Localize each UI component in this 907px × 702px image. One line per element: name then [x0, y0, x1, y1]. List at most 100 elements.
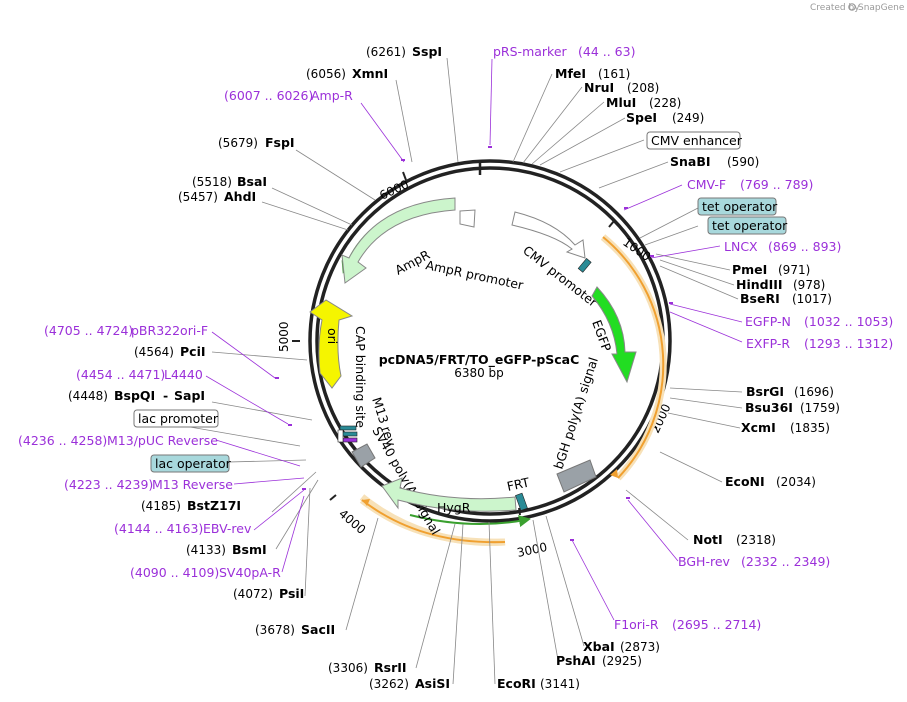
- site-psii[interactable]: (4072)PsiI: [233, 586, 304, 601]
- bgh-polya-feature[interactable]: [556, 459, 597, 493]
- svg-text:(161): (161): [598, 67, 630, 81]
- site-rsrii[interactable]: (3306) RsrII: [328, 660, 407, 675]
- svg-text:MluI: MluI: [606, 95, 636, 110]
- svg-text:tet operator: tet operator: [712, 218, 788, 233]
- svg-text:(5518): (5518): [192, 175, 232, 189]
- site-asisi[interactable]: (3262)AsiSI: [369, 676, 450, 691]
- svg-text:(5679): (5679): [218, 136, 258, 150]
- svg-text:(4072): (4072): [233, 587, 273, 601]
- ori-feature[interactable]: [309, 299, 354, 389]
- primer-m13-puc-reverse[interactable]: (4236 .. 4258)M13/pUC Reverse: [18, 433, 218, 448]
- primer-l4440[interactable]: (4454 .. 4471)L4440: [76, 367, 203, 382]
- svg-text:MfeI: MfeI: [555, 66, 586, 81]
- site-ahdi[interactable]: (5457)AhdI: [178, 189, 256, 204]
- svg-text:CMV enhancer: CMV enhancer: [651, 133, 743, 148]
- svg-text:RsrII: RsrII: [374, 660, 407, 675]
- svg-text:EcoRI: EcoRI: [497, 676, 536, 691]
- site-pshai[interactable]: PshAI (2925): [556, 653, 642, 668]
- svg-text:BstZ17I: BstZ17I: [187, 498, 241, 513]
- primer-f1ori-r[interactable]: F1ori-R(2695 .. 2714): [614, 617, 761, 632]
- site-bseri[interactable]: BseRI(1017): [740, 291, 832, 306]
- ampr-feature[interactable]: [341, 197, 456, 284]
- svg-text:(4454 .. 4471): (4454 .. 4471): [76, 367, 165, 382]
- leader-lines: [137, 57, 743, 685]
- lac-promoter-box[interactable]: lac promoter: [133, 409, 219, 428]
- svg-text:-: -: [163, 388, 168, 403]
- sv40-polya-feature[interactable]: [351, 443, 376, 468]
- site-mfei[interactable]: MfeI (161): [555, 66, 630, 81]
- primer-ebv-rev[interactable]: (4144 .. 4163)EBV-rev: [114, 521, 252, 536]
- site-snabi[interactable]: SnaBI(590): [670, 154, 759, 169]
- boxed-labels: CMV enhancer tet operator tet operator l…: [133, 131, 788, 473]
- svg-text:(208): (208): [627, 81, 659, 95]
- svg-text:BGH-rev: BGH-rev: [678, 554, 731, 569]
- svg-text:CMV-F: CMV-F: [687, 177, 726, 192]
- site-sacii[interactable]: (3678)SacII: [255, 622, 335, 637]
- site-mlui[interactable]: MluI(228): [606, 95, 681, 110]
- primer-m13-reverse[interactable]: (4223 .. 4239)M13 Reverse: [64, 477, 233, 492]
- brand-text: SnapGene: [858, 3, 905, 13]
- site-bstz17i[interactable]: (4185)BstZ17I: [141, 498, 241, 513]
- primer-marks: [275, 146, 673, 541]
- tet-operator-box-2[interactable]: tet operator: [707, 216, 788, 235]
- svg-text:Amp-R: Amp-R: [311, 88, 353, 103]
- site-hindiii[interactable]: HindIII(978): [736, 277, 825, 292]
- site-bsmi[interactable]: (4133)BsmI: [186, 542, 267, 557]
- plasmid-length: 6380 bp: [454, 366, 504, 380]
- site-bsu36i[interactable]: Bsu36I(1759): [745, 400, 840, 415]
- site-xbai[interactable]: XbaI(2873): [583, 639, 660, 654]
- primer-lines: [205, 58, 743, 621]
- site-xcmi[interactable]: XcmI(1835): [741, 420, 830, 435]
- svg-text:NotI: NotI: [693, 532, 723, 547]
- site-sspi[interactable]: (6261)SspI: [366, 44, 442, 59]
- site-bspqi-sapi[interactable]: (4448)BspQI-SapI: [68, 388, 205, 403]
- site-fspi[interactable]: (5679)FspI: [218, 135, 295, 150]
- primer-cmv-f[interactable]: CMV-F (769 .. 789): [687, 177, 813, 192]
- site-ecori[interactable]: EcoRI(3141): [497, 676, 580, 691]
- ampr-promoter-feature[interactable]: [459, 209, 476, 228]
- primer-labels: pRS-marker(44 .. 63) (6007 .. 6026)Amp-R…: [18, 44, 893, 632]
- svg-text:(6261): (6261): [366, 45, 406, 59]
- primer-egfp-n[interactable]: EGFP-N(1032 .. 1053): [745, 314, 893, 329]
- svg-text:(971): (971): [778, 263, 810, 277]
- tick-4000: 4000: [336, 507, 368, 537]
- svg-text:(4133): (4133): [186, 543, 226, 557]
- frt-feature[interactable]: [515, 492, 528, 511]
- cap-label: CAP binding site: [353, 326, 368, 428]
- svg-text:(2925): (2925): [602, 654, 642, 668]
- cmv-enhancer-box[interactable]: CMV enhancer: [646, 131, 743, 150]
- primer-sv40pa-r[interactable]: (4090 .. 4109)SV40pA-R: [130, 565, 281, 580]
- site-nrui[interactable]: NruI (208): [584, 80, 659, 95]
- primer-prs-marker[interactable]: pRS-marker(44 .. 63): [493, 44, 635, 59]
- site-bsrgi[interactable]: BsrGI(1696): [746, 384, 834, 399]
- site-pmei[interactable]: PmeI(971): [732, 262, 810, 277]
- svg-text:(1293 .. 1312): (1293 .. 1312): [804, 336, 893, 351]
- site-spei[interactable]: SpeI(249): [626, 110, 704, 125]
- svg-text:(769 .. 789): (769 .. 789): [740, 177, 813, 192]
- egfp-feature[interactable]: [591, 286, 637, 384]
- tet-operator-box-1[interactable]: tet operator: [697, 197, 778, 216]
- primer-amp-r[interactable]: (6007 .. 6026)Amp-R: [224, 88, 353, 103]
- lac-operator-box[interactable]: lac operator: [150, 454, 232, 473]
- hygr-feature[interactable]: [381, 477, 517, 512]
- svg-text:EcoNI: EcoNI: [725, 474, 765, 489]
- site-xmni[interactable]: (6056)XmnI: [306, 66, 388, 81]
- site-noti[interactable]: NotI(2318): [693, 532, 776, 547]
- svg-text:(2034): (2034): [776, 475, 816, 489]
- ori-label: ori: [325, 328, 340, 344]
- primer-lncx[interactable]: LNCX(869 .. 893): [724, 239, 841, 254]
- frt-label: FRT: [506, 474, 532, 493]
- svg-text:NruI: NruI: [584, 80, 614, 95]
- svg-text:PshAI: PshAI: [556, 653, 596, 668]
- sv40-label: SV40 poly(A) signal: [369, 424, 443, 537]
- svg-text:(3306): (3306): [328, 661, 368, 675]
- primer-pbr322ori-f[interactable]: (4705 .. 4724)pBR322ori-F: [44, 323, 208, 338]
- tet-operator-mark: [577, 258, 592, 273]
- site-pcii[interactable]: (4564)PciI: [134, 344, 206, 359]
- primer-exfp-r[interactable]: EXFP-R(1293 .. 1312): [746, 336, 893, 351]
- site-bsai[interactable]: (5518)BsaI: [192, 174, 267, 189]
- primer-bgh-rev[interactable]: BGH-rev(2332 .. 2349): [678, 554, 830, 569]
- cmv-promoter-feature[interactable]: [511, 211, 586, 259]
- site-econi[interactable]: EcoNI (2034): [725, 474, 816, 489]
- svg-text:SapI: SapI: [174, 388, 205, 403]
